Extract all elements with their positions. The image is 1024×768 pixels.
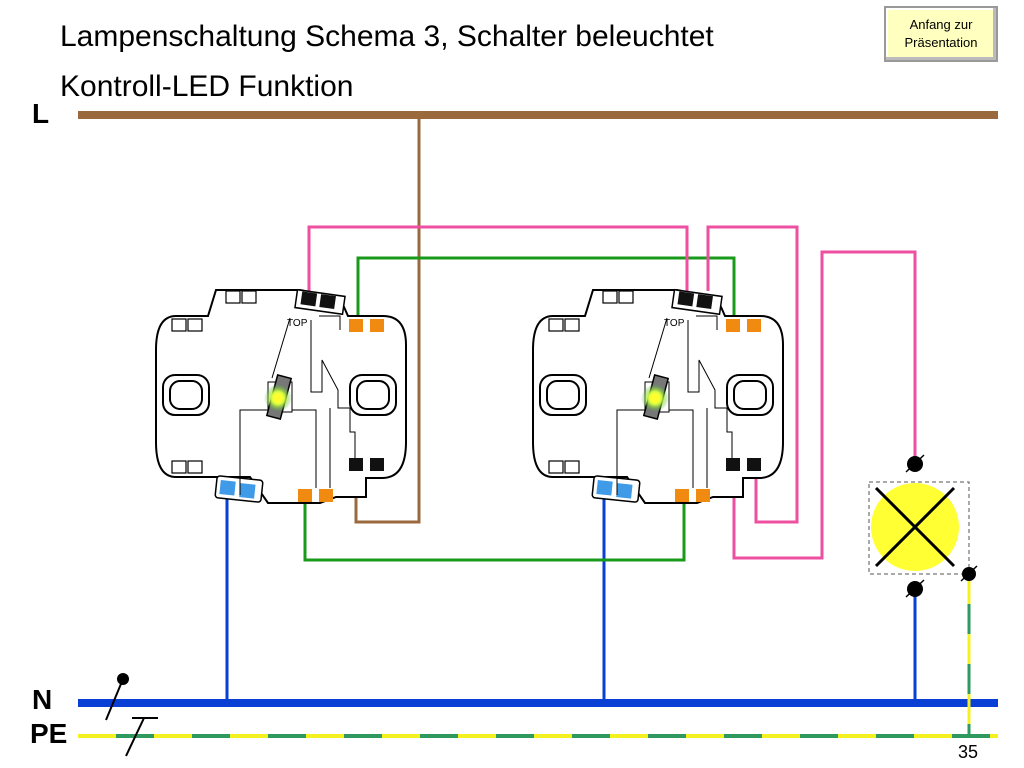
neutral-rail-label: N [32,684,53,715]
slide-title-line-2: Kontroll-LED Funktion [60,70,354,103]
nav-button-line-1: Anfang zur [909,17,973,32]
switched-wire-3 [732,250,917,560]
earth-rail-label: PE [30,718,68,749]
switched-wire-1 [307,225,689,291]
switch-1-top-label: TOP [287,318,308,329]
switch-2-terminal-blue [596,480,613,496]
lamp-terminal-top-tick [905,454,925,473]
earth-tap-stroke [125,717,145,757]
switch-1-terminal-orange-top [349,319,363,332]
nav-button-line-2: Präsentation [904,35,978,50]
switch-2-top-label: TOP [664,318,685,329]
switch-2-terminal-orange-top [726,319,740,332]
switched-wire-2 [706,225,799,524]
switch-1-terminal-blue [219,480,236,496]
traveler-wire-bottom [303,501,686,562]
slide-page-number: 35 [958,742,979,762]
switch-2-led [650,393,660,403]
phase-feed-wire [354,115,421,524]
lamp-earth-terminal-tick [960,565,978,582]
switch-1-led [273,393,283,403]
phase-rail-label: L [32,98,50,129]
switch-1-terminal-orange-bottom [298,489,312,502]
traveler-wire-top [356,256,736,320]
switch-1-terminal-black-top [300,291,318,307]
switch-2-terminal-black-top [677,291,695,307]
switch-1: TOP [155,288,407,504]
lamp-cross-b [874,486,956,568]
slide-title-line-1: Lampenschaltung Schema 3, Schalter beleu… [60,20,714,53]
lamp-terminal-bottom-tick [905,579,925,598]
switch-1-terminal-black-bottom [349,458,363,471]
neutral-tap-stroke [105,678,124,721]
start-of-presentation-button[interactable]: Anfang zur Präsentation [884,6,998,62]
switch-2: TOP [532,288,784,504]
switch-2-terminal-orange-bottom [675,489,689,502]
switch-2-terminal-black-bottom [726,458,740,471]
